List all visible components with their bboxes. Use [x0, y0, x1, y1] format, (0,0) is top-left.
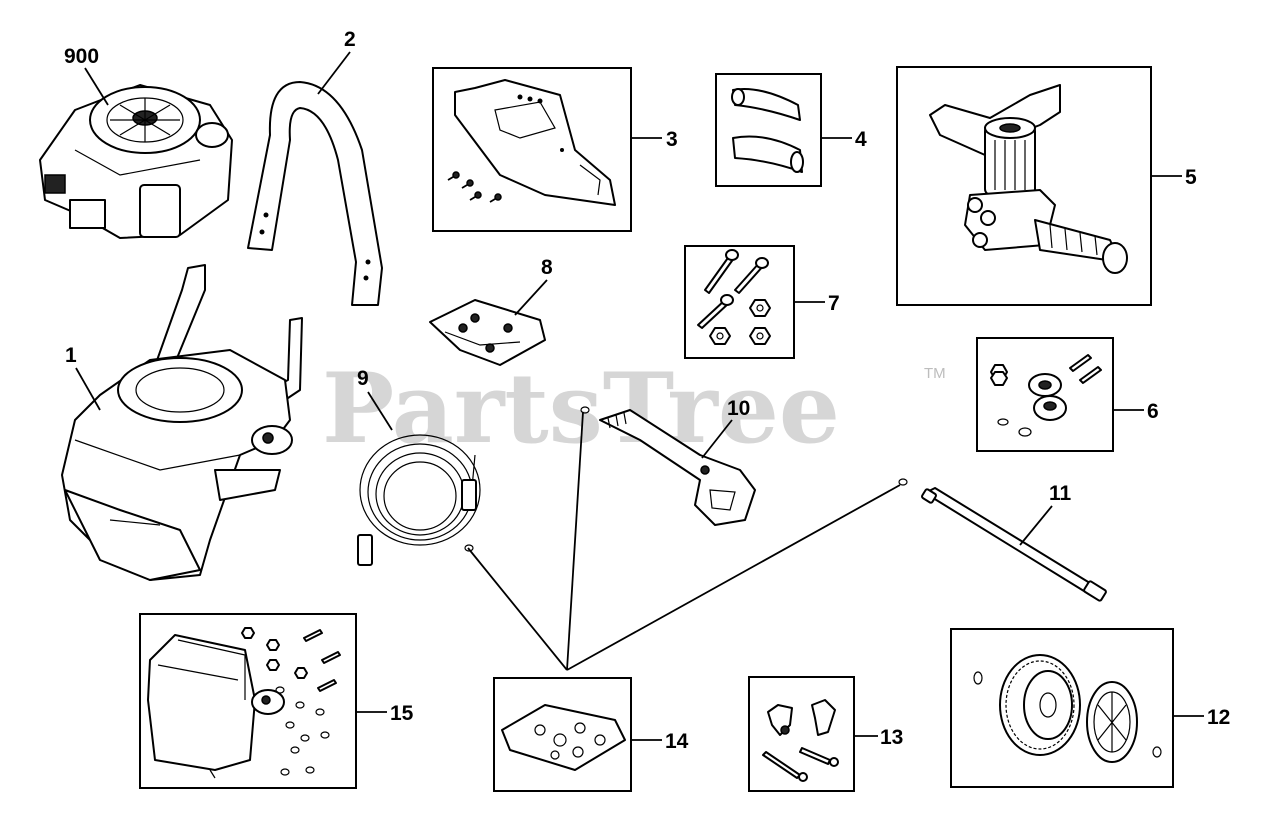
callout-4: 4	[855, 128, 867, 151]
part-belt-guard[interactable]	[147, 627, 341, 779]
callout-8: 8	[541, 256, 553, 279]
box-7	[684, 245, 795, 359]
callout-3: 3	[666, 128, 678, 151]
part-knobs-pins[interactable]	[762, 699, 839, 782]
part-handle[interactable]	[247, 81, 383, 306]
box-14	[493, 677, 632, 792]
callout-10: 10	[727, 397, 750, 420]
callout-900: 900	[64, 45, 99, 68]
part-wheel[interactable]	[973, 654, 1162, 763]
callout-1: 1	[65, 344, 77, 367]
callout-14: 14	[665, 730, 689, 753]
callout-12: 12	[1207, 706, 1230, 729]
box-5	[896, 66, 1152, 306]
part-hose[interactable]	[357, 434, 481, 566]
callout-5: 5	[1185, 166, 1197, 189]
part-spray-gun[interactable]	[580, 406, 756, 526]
callout-2: 2	[344, 28, 356, 51]
callout-6: 6	[1147, 400, 1159, 423]
part-bracket[interactable]	[447, 79, 616, 206]
part-hardware-bag[interactable]	[429, 299, 546, 366]
part-washer-bag[interactable]	[501, 704, 626, 771]
part-clamps[interactable]	[731, 88, 804, 173]
part-bearings[interactable]	[990, 354, 1102, 437]
callout-7: 7	[828, 292, 840, 315]
callout-15: 15	[390, 702, 414, 725]
part-pump[interactable]	[929, 84, 1128, 274]
part-bolts-nuts[interactable]	[697, 249, 771, 345]
box-3	[432, 67, 632, 232]
part-frame[interactable]	[61, 264, 303, 581]
callout-13: 13	[880, 726, 903, 749]
box-15	[139, 613, 357, 789]
watermark-tm: TM	[924, 365, 946, 382]
box-6	[976, 337, 1114, 452]
box-4	[715, 73, 822, 187]
part-wand[interactable]	[898, 478, 1107, 602]
callout-9: 9	[357, 367, 369, 390]
box-13	[748, 676, 855, 792]
box-12	[950, 628, 1174, 788]
callout-11: 11	[1049, 482, 1072, 505]
part-engine[interactable]	[39, 84, 233, 239]
